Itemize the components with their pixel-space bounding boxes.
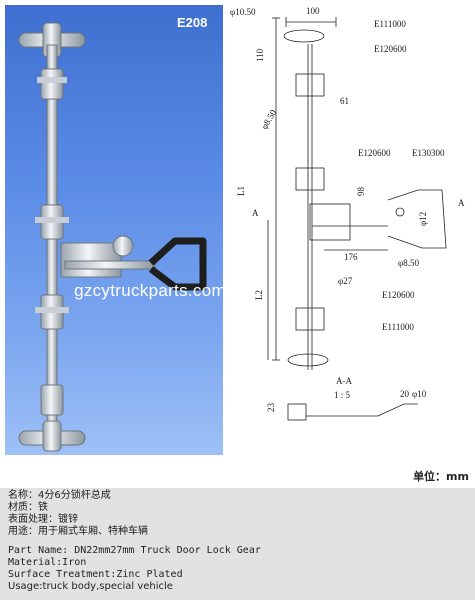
handle-plate: [60, 242, 122, 278]
section-title: A-A: [336, 376, 352, 386]
spec-surface-cn: 表面处理：镀锌: [8, 514, 78, 525]
dim-phi-27: φ27: [338, 276, 353, 286]
lock-gear-photo: [18, 22, 207, 452]
lock-rod: [46, 44, 58, 436]
spec-name-cn: 名称：4分6分锁杆总成: [8, 490, 111, 501]
dim-L1: L1: [236, 186, 246, 196]
dim-phi-10: φ10: [412, 389, 427, 399]
dim-61: 61: [340, 96, 349, 106]
part-label-e120600-bottom: E120600: [382, 290, 415, 300]
technical-drawing: φ10.50 100 110 61 φ8.50 98 φ12 176 φ8.50…: [230, 6, 465, 421]
product-photo-panel: E208: [5, 5, 223, 455]
spec-usage-cn: 用途：用于厢式车厢、特种车辆: [8, 526, 148, 537]
part-label-e111000-top: E111000: [374, 19, 406, 29]
spec-panel: 名称：4分6分锁杆总成 材质：铁 表面处理：镀锌 用途：用于厢式车厢、特种车辆 …: [0, 488, 475, 600]
dim-23: 23: [266, 403, 276, 413]
spec-surface-en: Surface Treatment:Zinc Plated: [8, 569, 183, 580]
dim-phi-12: φ12: [418, 212, 428, 226]
rod-guide-1: [40, 68, 64, 100]
section-mark-a-left: A: [252, 208, 259, 218]
dim-100: 100: [306, 6, 320, 16]
dim-phi-8-50-a: φ8.50: [259, 107, 278, 131]
section-scale: 1 : 5: [334, 390, 351, 400]
unit-label: 单位：mm: [413, 470, 469, 483]
spec-material-cn: 材质：铁: [8, 502, 48, 513]
section-mark-a-right: A: [458, 198, 465, 208]
spec-usage-en: Usage:truck body,special vehicle: [8, 581, 173, 592]
part-label-e111000-bottom: E111000: [382, 322, 414, 332]
handle-grip: [148, 237, 207, 291]
rod-guide-4: [40, 384, 64, 416]
dim-98: 98: [356, 187, 366, 197]
spec-material-en: Material:Iron: [8, 557, 87, 568]
dim-phi-8-50-b: φ8.50: [398, 258, 419, 268]
product-code: E208: [177, 15, 208, 30]
dim-L2: L2: [254, 290, 264, 300]
dim-110: 110: [255, 48, 265, 62]
spec-part-name-en: Part Name: DN22mm27mm Truck Door Lock Ge…: [8, 545, 261, 556]
watermark-url: gzcytruckparts.com: [74, 281, 226, 300]
dim-176: 176: [344, 252, 358, 262]
part-label-e120600-top: E120600: [374, 44, 407, 54]
dim-phi-10-50: φ10.50: [230, 7, 256, 17]
part-label-e120600-mid: E120600: [358, 148, 391, 158]
dim-20: 20: [400, 389, 410, 399]
part-label-e130300: E130300: [412, 148, 445, 158]
